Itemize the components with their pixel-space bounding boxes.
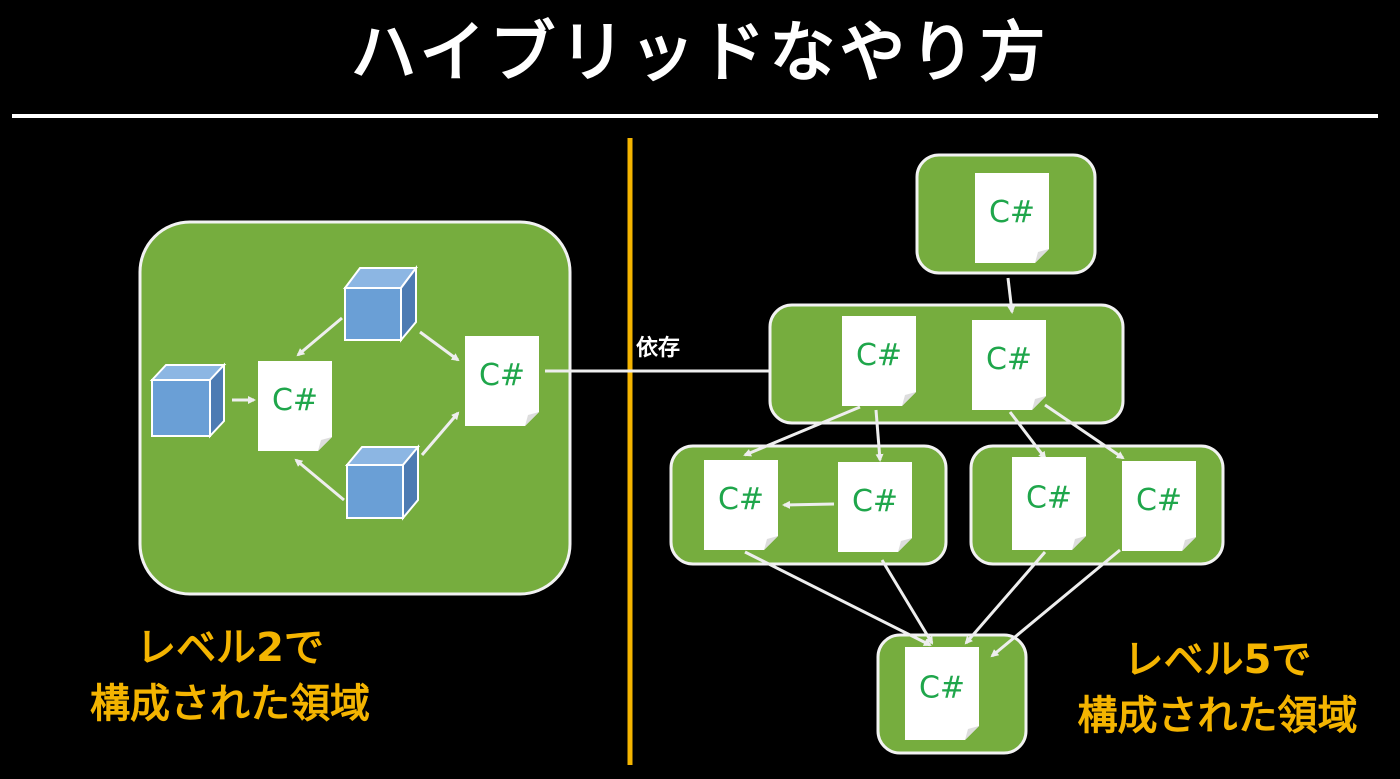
document-label: C# [989, 195, 1035, 230]
dependency-arrow [1006, 277, 1016, 314]
csharp-document-icon: C# [975, 173, 1049, 263]
csharp-document-icon: C# [1122, 461, 1196, 551]
right-label-line1: レベル5で [1123, 637, 1312, 683]
page-title: ハイブリッドなやり方 [350, 14, 1050, 91]
csharp-document-icon: C# [1012, 457, 1086, 550]
dependency-arrow [782, 500, 835, 509]
document-label: C# [852, 484, 898, 519]
cube-icon [149, 362, 227, 439]
document-label: C# [718, 482, 764, 517]
arrow-cube-bottom-to-doc2 [420, 411, 460, 456]
document-label: C# [479, 358, 525, 393]
document-label: C# [856, 338, 902, 373]
csharp-document-icon: C# [905, 647, 979, 740]
cube-icon [343, 265, 418, 343]
dependency-arrow [1044, 403, 1125, 460]
arrow-cube-top-to-doc2 [419, 330, 460, 362]
group-box-middle [768, 303, 1125, 425]
document-label: C# [919, 670, 965, 705]
document-label: C# [1026, 480, 1072, 515]
arrow-cube-bottom-to-doc [294, 458, 345, 502]
dependency-arrow [874, 409, 884, 462]
arrow-cube-top-to-doc [296, 316, 343, 357]
right-label-line2: 構成された領域 [1077, 693, 1358, 739]
dependency-arrow [964, 551, 1047, 645]
left-region-label: レベル2で 構成された領域 [40, 620, 420, 732]
document-label: C# [272, 383, 318, 418]
document-label: C# [1136, 483, 1182, 518]
csharp-document-icon: C# [842, 316, 916, 406]
dependency-arrow [744, 550, 932, 647]
dependency-arrow [990, 548, 1121, 658]
csharp-document-icon: C# [258, 361, 332, 451]
csharp-document-icon: C# [704, 460, 778, 550]
dependency-arrow [880, 559, 934, 645]
left-group-box [138, 220, 572, 596]
dependency-arrow [743, 405, 861, 457]
csharp-document-icon: C# [465, 336, 539, 426]
left-label-line1: レベル2で [136, 625, 324, 671]
csharp-document-icon: C# [972, 320, 1046, 410]
cube-icon [344, 444, 421, 521]
dependency-label: 依存 [636, 336, 681, 361]
right-region-label: レベル5で 構成された領域 [1035, 632, 1400, 744]
document-label: C# [986, 342, 1032, 377]
csharp-document-icon: C# [838, 462, 912, 552]
left-label-line2: 構成された領域 [90, 681, 370, 727]
dependency-arrow [1008, 411, 1047, 460]
